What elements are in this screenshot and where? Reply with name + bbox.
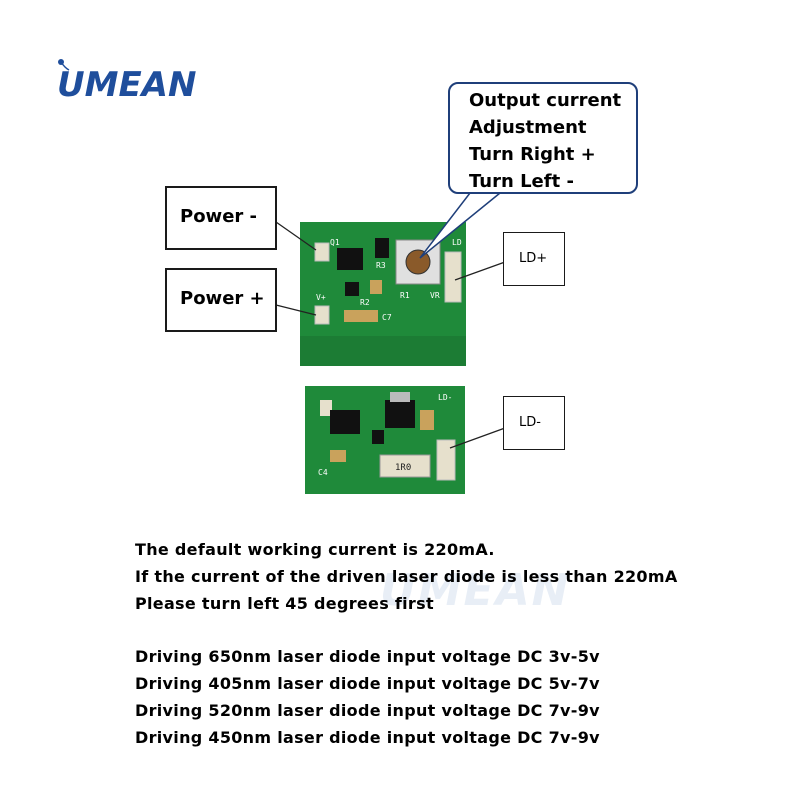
silk-1r0: 1R0 xyxy=(395,463,411,473)
pcb-top-board-shadow xyxy=(300,336,466,366)
callout-output-line-4: Turn Left - xyxy=(469,171,574,192)
info-line-405nm: Driving 405nm laser diode input voltage … xyxy=(135,674,600,693)
silk-ld-top: LD xyxy=(452,238,462,247)
info-line-650nm: Driving 650nm laser diode input voltage … xyxy=(135,647,600,666)
silk-q1: Q1 xyxy=(330,238,340,247)
info-line-520nm: Driving 520nm laser diode input voltage … xyxy=(135,701,600,720)
silk-c4: C4 xyxy=(318,468,328,477)
leader-ld-plus xyxy=(454,261,506,281)
callout-output-tail xyxy=(419,192,501,259)
pad-power-minus xyxy=(314,242,330,262)
regulator-tab xyxy=(390,392,410,402)
component-r2 xyxy=(345,282,359,296)
capacitor-bottom xyxy=(420,410,434,430)
callout-output-line-1: Output current xyxy=(469,90,622,111)
callout-output-line-2: Adjustment xyxy=(469,117,587,138)
leader-power-plus xyxy=(275,304,317,316)
capacitor-c7 xyxy=(344,310,378,322)
silk-ld-bottom: LD- xyxy=(438,393,452,402)
ic-bottom xyxy=(330,410,360,434)
info-line-default-current: The default working current is 220mA. xyxy=(135,540,495,559)
silk-r1: R1 xyxy=(400,291,410,300)
leader-ld-minus xyxy=(449,427,506,449)
callout-ld-plus: LD+ xyxy=(503,232,565,286)
pad-ld-plus xyxy=(444,251,462,303)
silk-c7: C7 xyxy=(382,313,392,322)
info-line-current-condition: If the current of the driven laser diode… xyxy=(135,567,678,586)
callout-ld-plus-label: LD+ xyxy=(519,251,548,266)
resistor-1r0 xyxy=(379,454,431,478)
logo-text: UMEAN xyxy=(57,65,196,105)
resistor-r3 xyxy=(375,238,389,258)
callout-ld-minus: LD- xyxy=(503,396,565,450)
umean-logo: UMEAN xyxy=(57,59,196,105)
resistor-bottom xyxy=(372,430,384,444)
transistor-q1 xyxy=(337,248,363,270)
callout-output-line-3: Turn Right + xyxy=(469,144,596,165)
leader-power-minus xyxy=(275,221,317,251)
callout-power-minus: Power - xyxy=(165,186,277,250)
info-block-default-current: The default working current is 220mA. If… xyxy=(135,536,678,617)
callout-power-plus-label: Power + xyxy=(180,288,265,309)
callout-output-current: Output current Adjustment Turn Right + T… xyxy=(448,82,638,194)
pad-bottom-1 xyxy=(320,400,332,416)
capacitor-small xyxy=(370,280,382,294)
callout-ld-minus-label: LD- xyxy=(519,415,541,430)
silk-v-plus: V+ xyxy=(316,293,326,302)
silk-r3: R3 xyxy=(376,261,386,270)
info-line-450nm: Driving 450nm laser diode input voltage … xyxy=(135,728,600,747)
pad-power-plus xyxy=(314,305,330,325)
regulator-chip xyxy=(385,400,415,428)
silk-r2: R2 xyxy=(360,298,370,307)
info-block-voltages: Driving 650nm laser diode input voltage … xyxy=(135,643,600,751)
silk-vr: VR xyxy=(430,291,440,300)
watermark: UMEAN xyxy=(380,565,571,616)
callout-power-plus: Power + xyxy=(165,268,277,332)
potentiometer-knob-icon xyxy=(405,249,431,275)
capacitor-c4 xyxy=(330,450,346,462)
callout-power-minus-label: Power - xyxy=(180,206,258,227)
info-line-turn-left: Please turn left 45 degrees first xyxy=(135,594,434,613)
pad-ld-minus xyxy=(436,439,456,481)
